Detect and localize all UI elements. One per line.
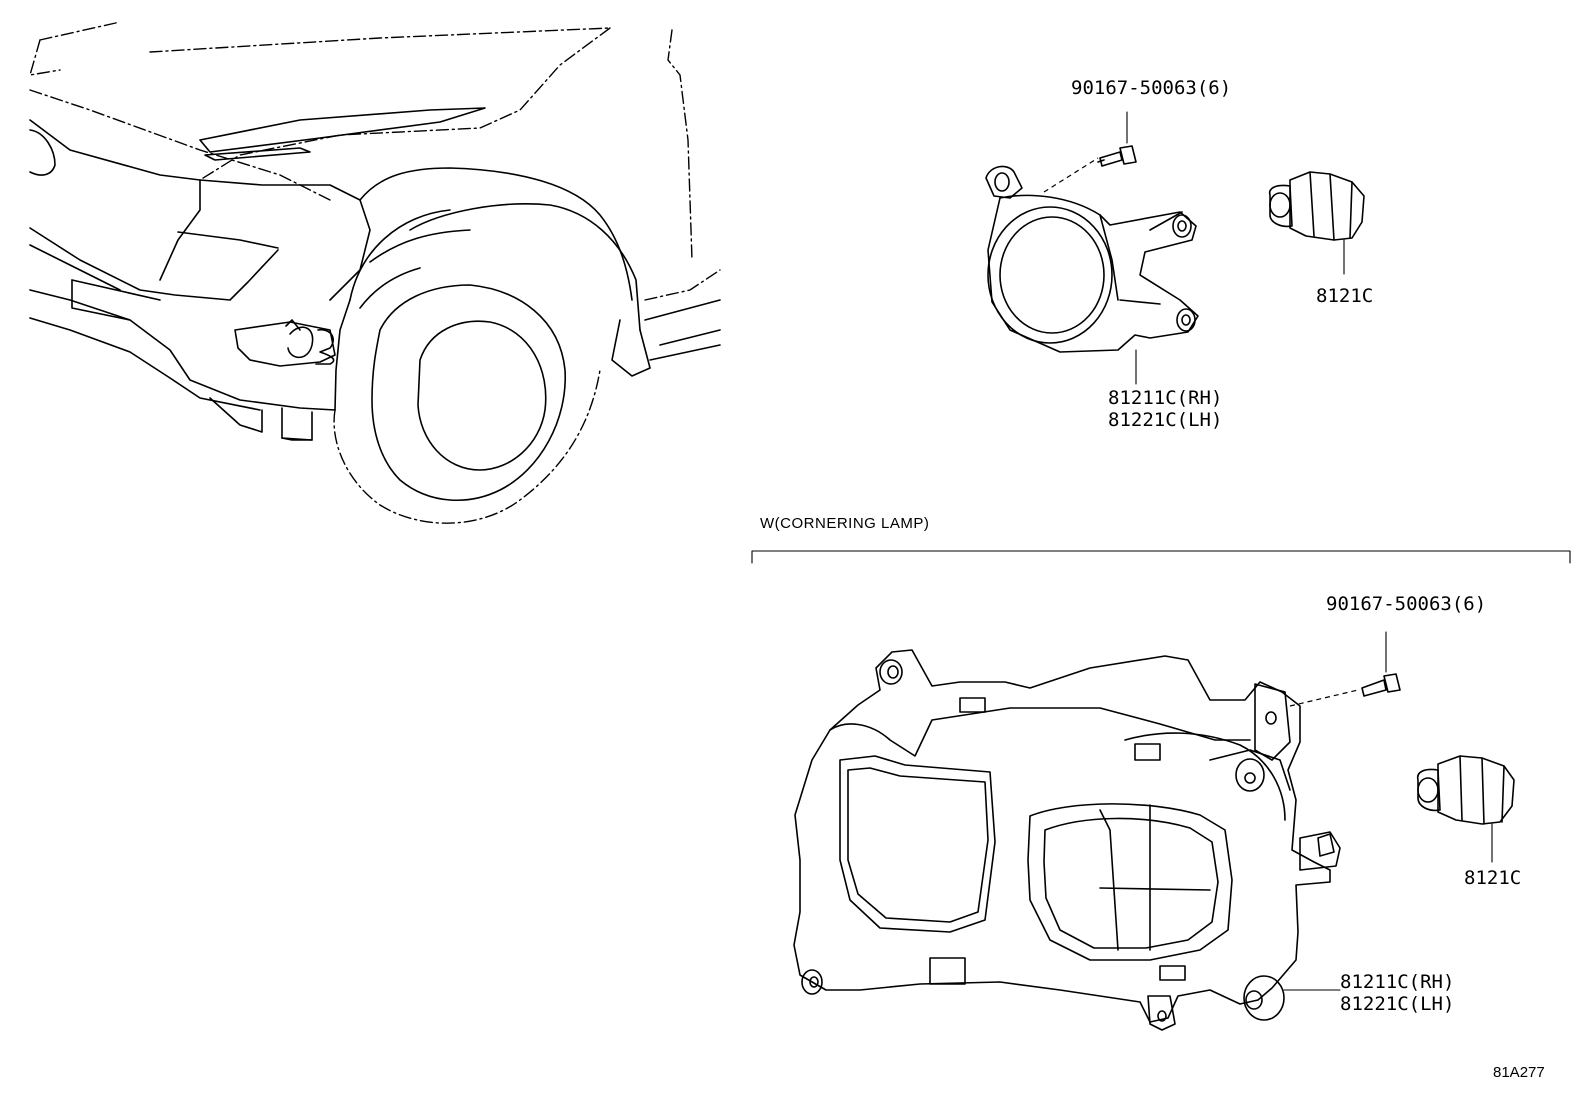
callout-socket-bottom: 8121C [1464, 867, 1521, 889]
bolt-top [1043, 111, 1137, 193]
bulb-socket-bottom [1416, 755, 1515, 863]
callout-lamp-bottom-lh: 81221C(LH) [1340, 993, 1454, 1015]
callout-bolt-bottom: 90167-50063(6) [1326, 593, 1486, 615]
vehicle-front-corner [29, 21, 721, 524]
callout-lamp-top-lh: 81221C(LH) [1108, 409, 1222, 431]
bolt-bottom [1289, 631, 1401, 707]
section-label: W(CORNERING LAMP) [760, 515, 929, 532]
callout-lamp-bottom-rh: 81211C(RH) [1340, 971, 1454, 993]
figure-code: 81A277 [1493, 1064, 1545, 1081]
fog-lamp-assembly [985, 165, 1199, 353]
callout-bolt-top: 90167-50063(6) [1071, 77, 1231, 99]
section-bracket [751, 550, 1571, 564]
callout-lamp-top-rh: 81211C(RH) [1108, 387, 1222, 409]
cornering-lamp-assembly [793, 649, 1341, 1031]
bulb-socket-top [1268, 171, 1365, 275]
callout-socket-top: 8121C [1316, 285, 1373, 307]
